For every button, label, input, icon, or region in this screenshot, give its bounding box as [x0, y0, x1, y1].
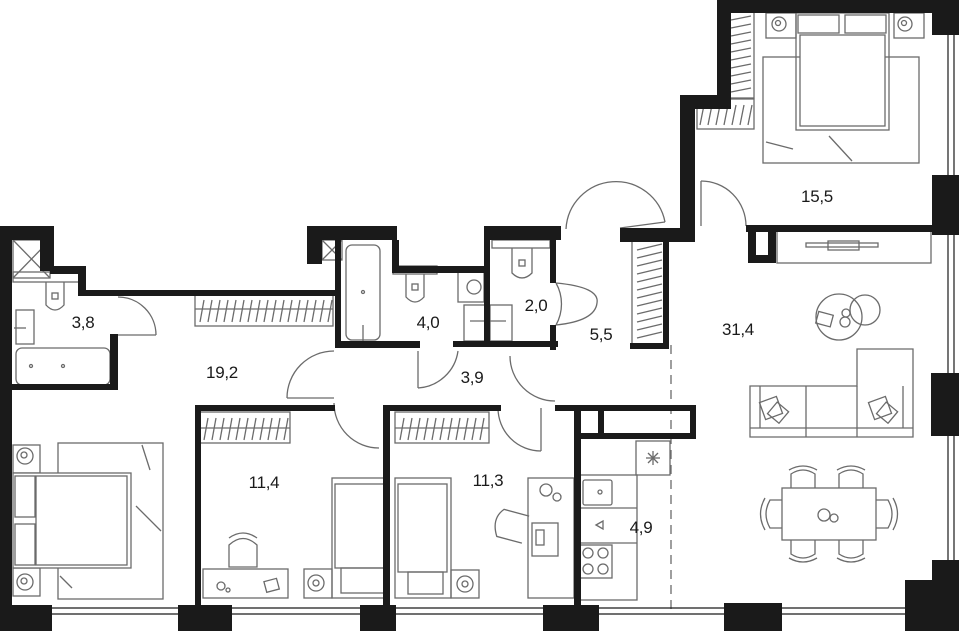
room-area-kitchen: 4,9 — [629, 518, 653, 537]
chair-icon — [759, 465, 899, 563]
door-swing-icon — [497, 407, 542, 452]
room-area-bathroom-center: 4,0 — [416, 313, 440, 332]
wardrobe-hatch-icon — [730, 15, 752, 93]
dishwasher-icon — [594, 519, 604, 531]
door-swing-icon — [509, 355, 556, 402]
lamp-icon — [771, 16, 787, 32]
wardrobe-hatch-icon — [203, 417, 289, 441]
door-swing-icon — [333, 402, 380, 449]
wardrobe-hatch-icon — [399, 417, 485, 441]
room-area-entrance-hall: 5,5 — [589, 325, 613, 344]
room-area-bedroom-master: 15,5 — [801, 187, 833, 206]
nightstand-icon — [450, 569, 480, 599]
lamp-icon — [897, 16, 913, 32]
office-chair-icon — [494, 508, 530, 544]
toilet-icon — [511, 248, 533, 279]
room-area-bedroom-right: 11,3 — [472, 471, 504, 490]
wardrobe-hatch-icon — [636, 243, 663, 339]
door-swing-icon — [417, 350, 459, 389]
tv-icon — [805, 242, 879, 248]
lamp-icon — [307, 574, 325, 592]
lamp-icon — [16, 573, 34, 591]
toilet-icon — [45, 282, 65, 311]
room-area-corridor: 3,9 — [460, 368, 484, 387]
door-swing-icon — [286, 350, 335, 399]
chair-icon — [228, 537, 258, 568]
lamp-icon — [456, 575, 474, 593]
door-swing-icon — [700, 180, 747, 227]
dining-table-icon — [781, 487, 877, 541]
double-bed-icon — [12, 472, 132, 569]
room-area-bedroom-middle: 11,4 — [248, 473, 280, 492]
coffee-table-icon — [815, 293, 863, 341]
lamp-icon — [16, 447, 34, 465]
sink-icon — [15, 309, 35, 345]
furniture-layer — [12, 11, 932, 613]
door-swing-icon — [117, 296, 157, 336]
room-area-living-room: 31,4 — [722, 320, 754, 339]
sofa-icon — [749, 348, 914, 438]
desk-icon — [527, 477, 575, 599]
entrance-door-swing-icon — [565, 180, 666, 230]
kitchen-counter-icon — [578, 474, 638, 601]
wardrobe-icon — [727, 11, 755, 99]
room-area-hallway-main: 19,2 — [206, 363, 238, 382]
room-area-toilet: 2,0 — [524, 296, 548, 315]
sink-icon — [463, 304, 487, 342]
desk-icon — [202, 568, 289, 599]
windows-layer — [52, 35, 955, 615]
door-swing-icon — [555, 282, 563, 326]
kitchen-sink-icon — [582, 479, 613, 506]
washing-machine-icon — [457, 269, 485, 303]
sink-icon — [489, 304, 513, 342]
room-area-bathroom-left: 3,8 — [71, 313, 95, 332]
fridge-icon — [646, 451, 660, 465]
single-bed-icon — [394, 477, 452, 599]
wardrobe-hatch-icon — [199, 299, 333, 323]
toilet-icon — [405, 274, 425, 303]
